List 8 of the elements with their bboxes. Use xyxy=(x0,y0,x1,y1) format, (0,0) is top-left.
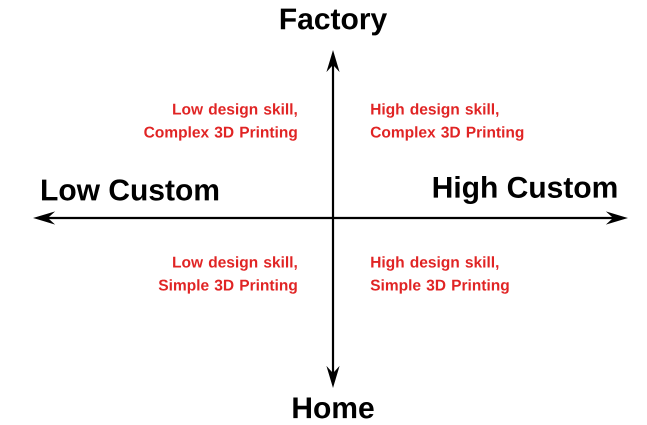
quadrant-label: High design skill, Complex 3D Printing xyxy=(370,103,524,141)
axis-label: Low Custom xyxy=(42,179,218,201)
quadrant-label: Low design skill, Simple 3D Printing xyxy=(158,256,297,294)
axis-label: High Custom xyxy=(434,176,616,204)
axis-label: Factory xyxy=(280,8,388,36)
axis-label: Home xyxy=(293,398,374,418)
quadrant-label: High design skill, Simple 3D Printing xyxy=(370,256,509,294)
quadrant-label: Low design skill, Complex 3D Printing xyxy=(144,103,297,141)
